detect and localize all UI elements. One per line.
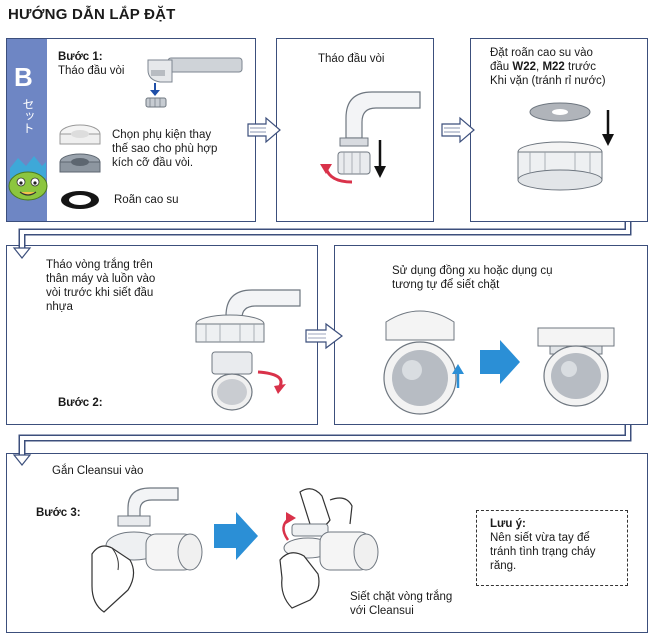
cleansui-body-icon — [383, 310, 457, 415]
step2-text-line1: Tháo vòng trắng trên — [46, 259, 153, 271]
tighten-caption-line1: Siết chặt vòng trắng — [350, 591, 453, 603]
coin-text-line1: Sử dụng đồng xu hoặc dụng cụ — [392, 265, 553, 277]
step1-subheading: Tháo đầu vòi — [58, 65, 125, 77]
gasket-label: Roãn cao su — [114, 194, 179, 206]
blue-arrow-icon — [480, 340, 520, 384]
faucet-spout-icon — [117, 487, 179, 527]
note-line3: răng. — [490, 560, 517, 572]
choose-text-line2: thế sao cho phù hợp — [112, 143, 218, 155]
gasket-disk-icon — [529, 102, 591, 122]
panel-step2 — [6, 245, 318, 425]
set-kana: セット — [21, 98, 35, 134]
adapter-body-icon — [211, 351, 253, 411]
note-title: Lưu ý: — [490, 518, 526, 530]
white-adapter-icon — [59, 124, 101, 145]
rubber-gasket-icon — [61, 191, 99, 209]
rotate-arrow-icon — [282, 512, 296, 541]
gasket-text-line2: đầu W22, M22 trước — [490, 60, 596, 74]
gasket-text-prefix: đầu — [490, 61, 513, 73]
step3-label: Bước 3: — [36, 507, 81, 519]
adapter-nut-icon — [517, 141, 603, 191]
choose-text-line1: Chọn phụ kiện thay — [112, 129, 212, 141]
white-ring-icon — [195, 314, 265, 343]
flow-arrow-icon — [441, 116, 475, 144]
step2-label: Bước 2: — [58, 397, 103, 409]
gasket-text-sep: , — [536, 61, 543, 73]
choose-text-line3: kích cỡ đầu vòi. — [112, 157, 194, 169]
page-title: HƯỚNG DẪN LẮP ĐẶT — [8, 6, 176, 23]
gasket-text-suffix: trước — [564, 61, 597, 73]
remove-head-text: Tháo đầu vòi — [318, 53, 385, 65]
down-arrow-icon — [374, 140, 386, 178]
flow-connector-icon — [12, 425, 632, 466]
down-arrow-icon — [602, 110, 614, 146]
faucet-head-icon — [147, 57, 243, 83]
flow-arrow-icon — [247, 116, 281, 144]
step3-heading: Gắn Cleansui vào — [52, 465, 144, 477]
note-line2: tránh tình trạng cháy — [490, 546, 596, 558]
step2-text-line2: thân máy và luồn vào — [46, 273, 156, 285]
step1-heading: Bước 1: — [58, 51, 103, 63]
size-w22: W22 — [512, 61, 537, 73]
flow-arrow-icon — [305, 322, 343, 350]
coin-text-line2: tương tự để siết chặt — [392, 279, 500, 291]
step2-text-line3: vòi trước khi siết đầu — [46, 287, 154, 299]
cleansui-tightened-icon — [537, 327, 615, 407]
blue-arrow-icon — [214, 512, 258, 560]
note-line1: Nên siết vừa tay để — [490, 532, 590, 544]
size-m22: M22 — [542, 61, 565, 73]
aerator-icon — [145, 97, 167, 108]
gasket-text-line3: Khi vặn (tránh rỉ nước) — [490, 75, 606, 87]
hand-icon — [91, 545, 135, 613]
step2-text-line4: nhựa — [46, 301, 73, 313]
note-box — [476, 510, 628, 586]
faucet-spout-icon — [337, 91, 421, 175]
down-arrow-icon — [150, 83, 160, 96]
flow-connector-icon — [12, 222, 632, 259]
up-arrow-icon — [452, 364, 464, 388]
grey-adapter-icon — [59, 153, 101, 173]
panel-gasket — [470, 38, 648, 222]
gasket-text-line1: Đặt roãn cao su vào — [490, 47, 593, 59]
hands-tightening-icon — [279, 488, 379, 609]
tighten-caption-line2: với Cleansui — [350, 605, 414, 617]
set-letter: B — [14, 62, 33, 92]
rotate-arrow-icon — [257, 370, 286, 394]
rotate-arrow-icon — [320, 164, 353, 184]
mascot-icon — [8, 156, 48, 201]
